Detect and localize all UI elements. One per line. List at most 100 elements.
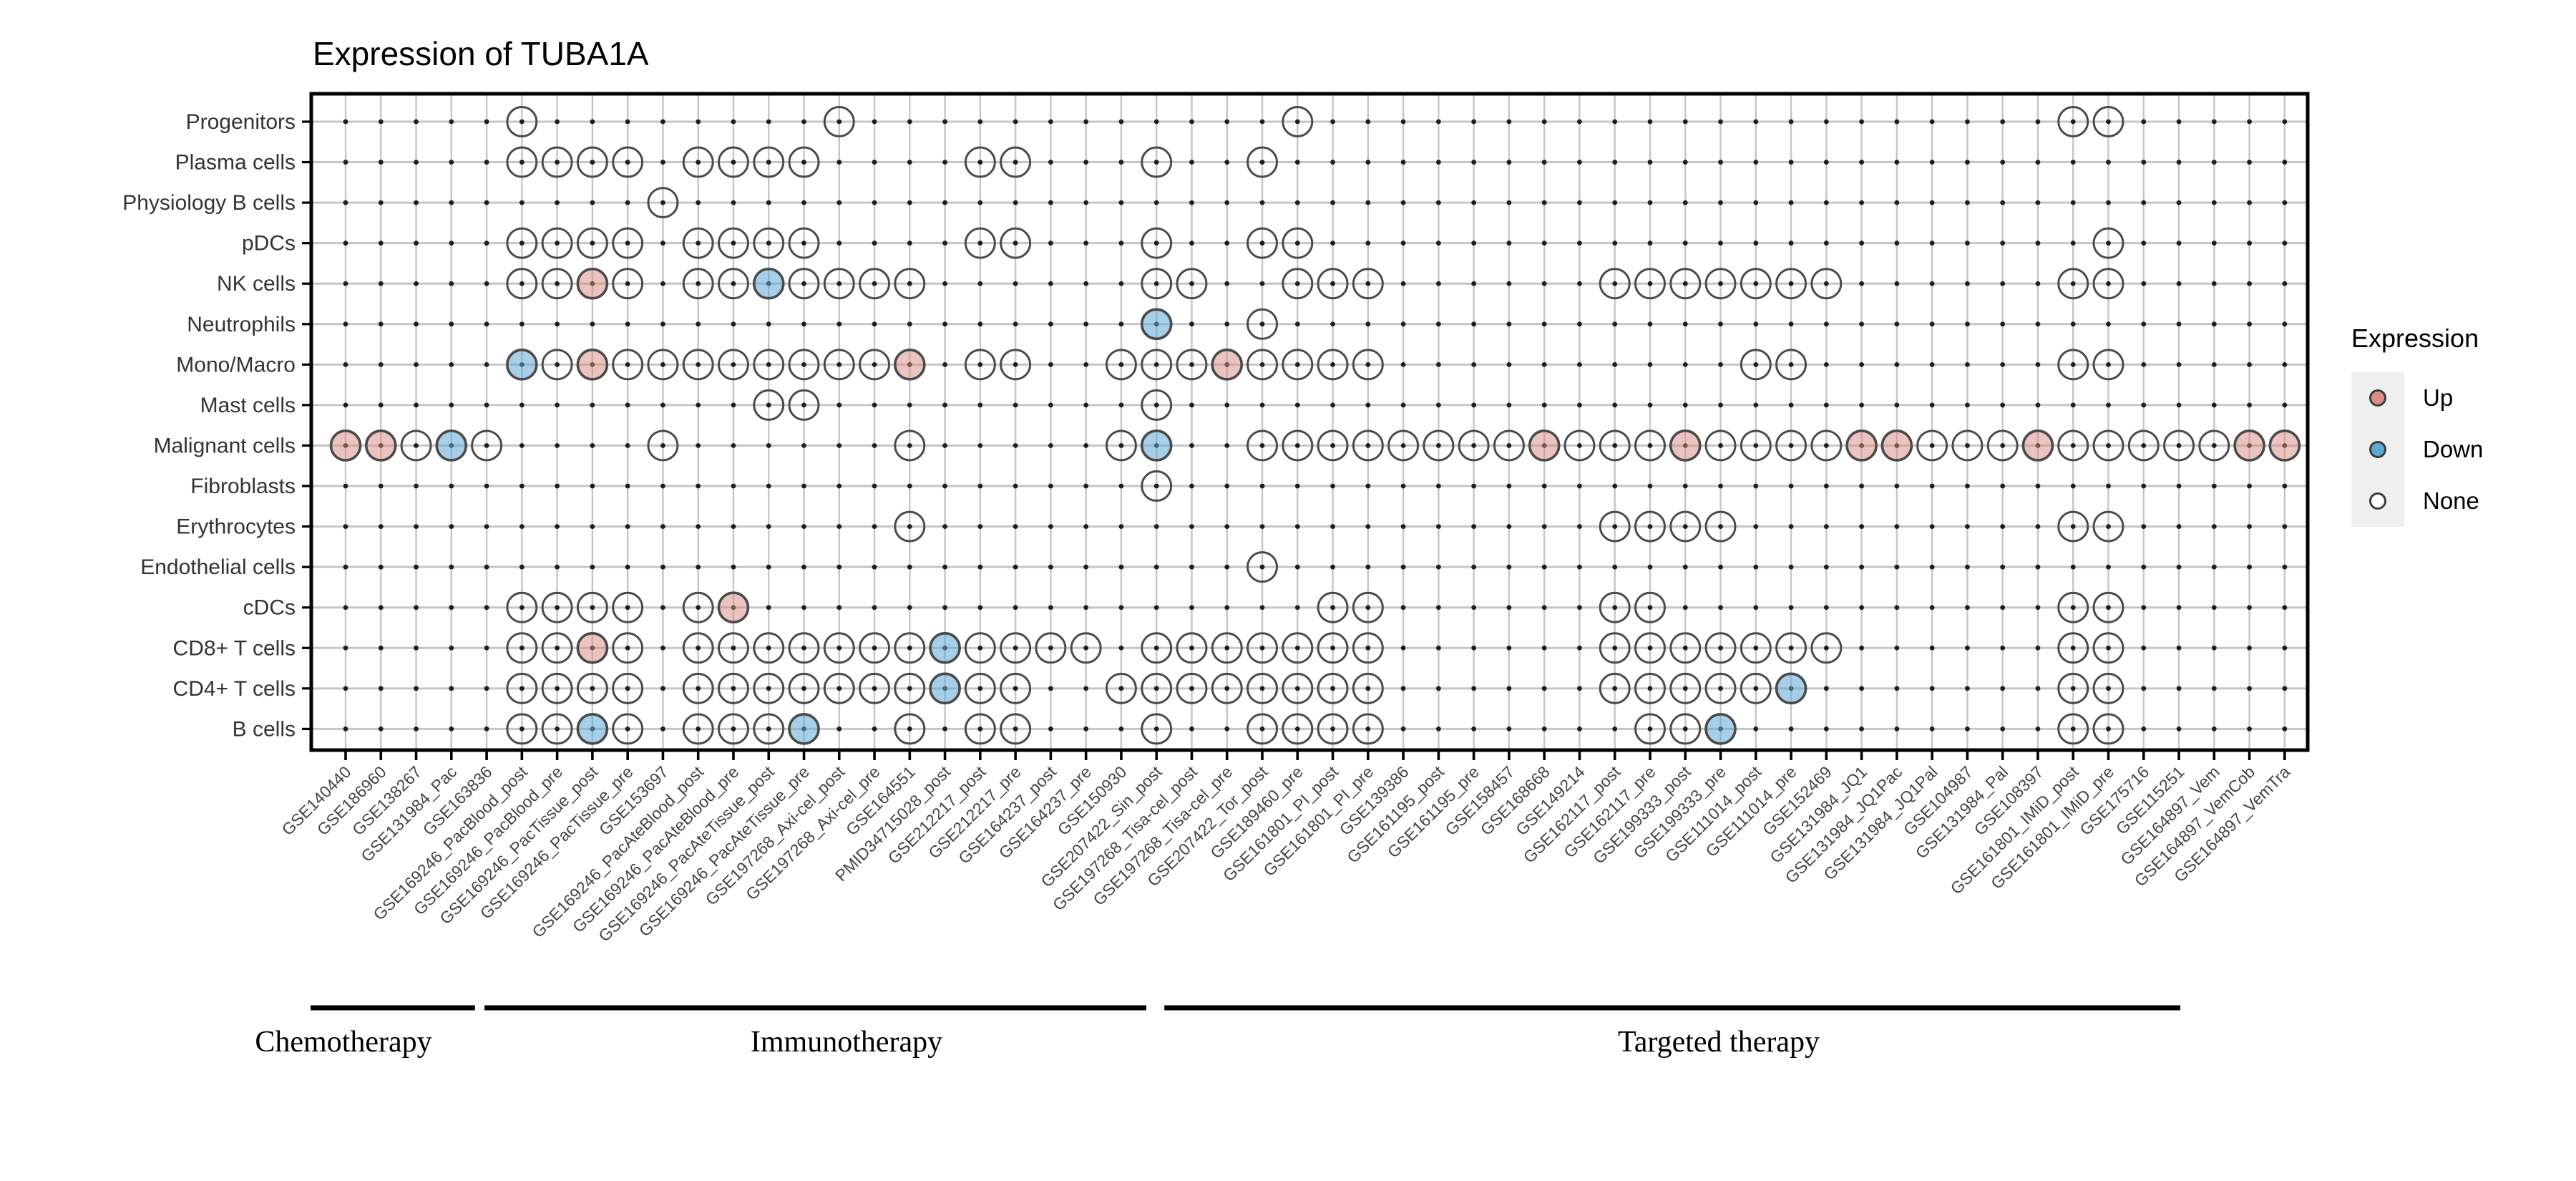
grid-point [2070, 645, 2076, 651]
grid-point [2070, 524, 2076, 529]
expression-dot-none [1352, 349, 1384, 381]
grid-point [1965, 361, 1970, 367]
grid-point [1506, 119, 1512, 125]
grid-point [1435, 160, 1441, 165]
grid-point [1647, 443, 1653, 448]
grid-point [1048, 564, 1053, 570]
grid-point [1400, 605, 1406, 611]
grid-point [696, 564, 701, 570]
grid-point [519, 564, 525, 570]
grid-point [1259, 160, 1265, 165]
grid-point [696, 200, 701, 205]
grid-point [1788, 240, 1794, 246]
grid-point [977, 524, 983, 529]
expression-dot-none [2092, 268, 2124, 300]
grid-point [2035, 119, 2041, 125]
grid-point [343, 119, 348, 125]
grid-point [907, 119, 912, 125]
grid-point [1647, 361, 1653, 367]
grid-point [343, 200, 348, 205]
expression-dot-none [612, 591, 644, 623]
grid-point [1118, 119, 1124, 125]
grid-point [484, 321, 489, 327]
grid-point [1400, 160, 1406, 165]
grid-point [1189, 200, 1194, 205]
grid-point [1965, 321, 1970, 327]
expression-dot-none [1176, 349, 1208, 381]
grid-point [696, 281, 701, 286]
y-axis-label: pDCs [242, 232, 296, 256]
grid-point [1294, 240, 1300, 246]
grid-point [1929, 402, 1935, 408]
y-axis-label: CD4+ T cells [173, 677, 296, 701]
grid-point [836, 686, 842, 691]
grid-point [1859, 483, 1865, 489]
grid-point [1048, 524, 1053, 529]
expression-dot-none [1916, 429, 1948, 462]
grid-point [660, 200, 665, 205]
grid-point [660, 605, 665, 611]
grid-point [414, 686, 419, 691]
grid-point [907, 281, 912, 286]
expression-dot-none [1282, 632, 1314, 664]
grid-point [1541, 726, 1547, 732]
grid-point [731, 483, 736, 489]
grid-point [378, 361, 384, 367]
grid-point [1400, 564, 1406, 570]
grid-point [2282, 321, 2288, 327]
grid-point [2141, 240, 2147, 246]
grid-point [2106, 443, 2111, 448]
grid-point [2000, 402, 2006, 408]
grid-point [414, 645, 419, 651]
grid-point [2141, 564, 2147, 570]
grid-point [1259, 726, 1265, 732]
grid-point [1965, 119, 1970, 125]
grid-point [414, 119, 419, 125]
legend-label-up: Up [2423, 384, 2454, 411]
grid-point [2211, 524, 2217, 529]
grid-point [1682, 686, 1688, 691]
down-dot-icon [2369, 441, 2386, 458]
grid-point [1435, 402, 1441, 408]
grid-point [1435, 200, 1441, 205]
grid-point [1330, 605, 1335, 611]
grid-point [942, 726, 947, 732]
grid-point [2000, 119, 2006, 125]
grid-point [2211, 402, 2217, 408]
grid-point [1682, 361, 1688, 367]
grid-point [801, 281, 806, 286]
expression-dot-none [2057, 349, 2089, 381]
chart-title: Expression of TUBA1A [313, 35, 649, 72]
grid-point [2247, 200, 2252, 205]
grid-point [1013, 361, 1018, 367]
expression-dot-none [2092, 227, 2124, 259]
grid-point [1400, 726, 1406, 732]
grid-point [1894, 321, 1900, 327]
grid-point [2247, 726, 2252, 732]
y-axis-label: B cells [233, 717, 296, 741]
grid-point [1083, 645, 1089, 651]
grid-point [625, 361, 630, 367]
grid-point [1929, 200, 1935, 205]
grid-point [977, 402, 983, 408]
expression-dot-none [612, 268, 644, 300]
expression-dot-none [506, 106, 538, 137]
grid-point [1894, 281, 1900, 286]
grid-point [1048, 160, 1053, 165]
grid-point [2035, 361, 2041, 367]
grid-point [1965, 402, 1970, 408]
expression-dot-none [682, 672, 714, 704]
expression-dot-none [964, 146, 996, 178]
expression-dot-none [1704, 632, 1737, 664]
y-axis-label: Mono/Macro [176, 353, 296, 376]
grid-point [1471, 645, 1477, 651]
grid-point [1647, 119, 1653, 125]
grid-point [449, 160, 454, 165]
grid-point [555, 564, 560, 570]
grid-point [801, 524, 806, 529]
grid-point [1400, 524, 1406, 529]
expression-dot-none [1282, 349, 1314, 381]
grid-point [2070, 321, 2076, 327]
expression-dot-none [647, 349, 679, 381]
grid-point [1718, 645, 1723, 651]
